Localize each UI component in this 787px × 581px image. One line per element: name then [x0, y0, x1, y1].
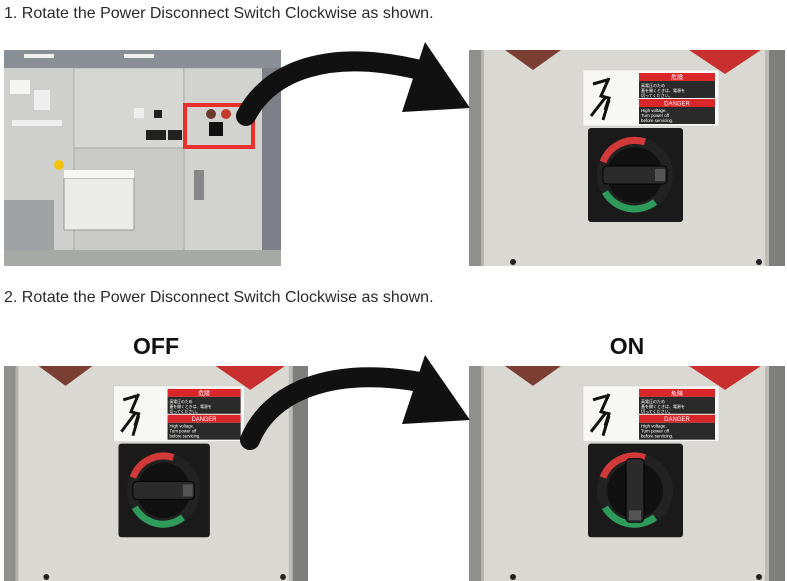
danger-label: 危険 高電圧のため 蓋を開くときは、電源を 切ってください。 DANGER Hi… [582, 69, 720, 127]
power-disconnect-switch[interactable] [118, 443, 210, 538]
svg-text:before servicing.: before servicing. [641, 434, 673, 439]
svg-text:High voltage.: High voltage. [641, 108, 667, 113]
svg-text:Turn power off: Turn power off [641, 429, 670, 434]
off-label: OFF [133, 333, 179, 359]
svg-text:DANGER: DANGER [664, 102, 690, 108]
switch-handle [132, 480, 195, 500]
warning-triangle-right [689, 366, 761, 390]
power-disconnect-switch[interactable] [588, 443, 683, 538]
power-disconnect-switch[interactable] [588, 128, 683, 222]
switch-closeup-photo-1: 危険 高電圧のため 蓋を開くときは、電源を 切ってください。 DANGER Hi… [469, 50, 785, 266]
switch-highlight-box [183, 103, 255, 149]
svg-text:before servicing.: before servicing. [641, 118, 673, 123]
svg-text:High voltage.: High voltage. [169, 424, 194, 429]
warning-triangle-left [505, 50, 561, 70]
svg-text:Turn power off: Turn power off [641, 113, 670, 118]
svg-text:切ってください。: 切ってください。 [641, 408, 673, 414]
step-1-instruction: 1. Rotate the Power Disconnect Switch Cl… [4, 5, 434, 22]
on-label: ON [609, 333, 645, 359]
svg-text:DANGER: DANGER [192, 417, 217, 423]
switch-off-photo: 危険 高電圧のため 蓋を開くときは、電源を 切ってください。 DANGER Hi… [4, 366, 308, 581]
svg-text:高電圧のため: 高電圧のため [169, 399, 192, 404]
danger-label: 危険 高電圧のため 蓋を開くときは、電源を 切ってください。 DANGER Hi… [582, 385, 720, 442]
warning-triangle-left [38, 366, 93, 386]
svg-text:High voltage.: High voltage. [641, 424, 667, 429]
svg-text:切ってください。: 切ってください。 [641, 92, 673, 98]
svg-text:DANGER: DANGER [664, 417, 690, 423]
svg-text:蓋を開くときは、電源を: 蓋を開くときは、電源を [641, 403, 685, 409]
warning-triangle-right [689, 50, 761, 74]
step-2-instruction: 2. Rotate the Power Disconnect Switch Cl… [4, 289, 434, 306]
danger-label: 危険 高電圧のため 蓋を開くときは、電源を 切ってください。 DANGER Hi… [113, 385, 245, 442]
svg-text:Turn power off: Turn power off [169, 429, 197, 434]
svg-text:高電圧のため: 高電圧のため [641, 398, 665, 404]
svg-text:蓋を開くときは、電源を: 蓋を開くときは、電源を [169, 404, 211, 409]
switch-handle [625, 458, 645, 523]
svg-text:危険: 危険 [671, 74, 683, 82]
warning-triangle-left [505, 366, 561, 386]
svg-text:before servicing.: before servicing. [169, 434, 200, 439]
svg-text:危険: 危険 [198, 389, 210, 397]
svg-text:高電圧のため: 高電圧のため [641, 82, 665, 88]
svg-text:蓋を開くときは、電源を: 蓋を開くときは、電源を [641, 87, 685, 93]
svg-text:切ってください。: 切ってください。 [169, 409, 199, 414]
svg-text:危険: 危険 [671, 389, 683, 397]
switch-handle [602, 165, 668, 185]
machine-overview-photo [4, 50, 281, 266]
switch-on-photo: 危険 高電圧のため 蓋を開くときは、電源を 切ってください。 DANGER Hi… [469, 366, 785, 581]
